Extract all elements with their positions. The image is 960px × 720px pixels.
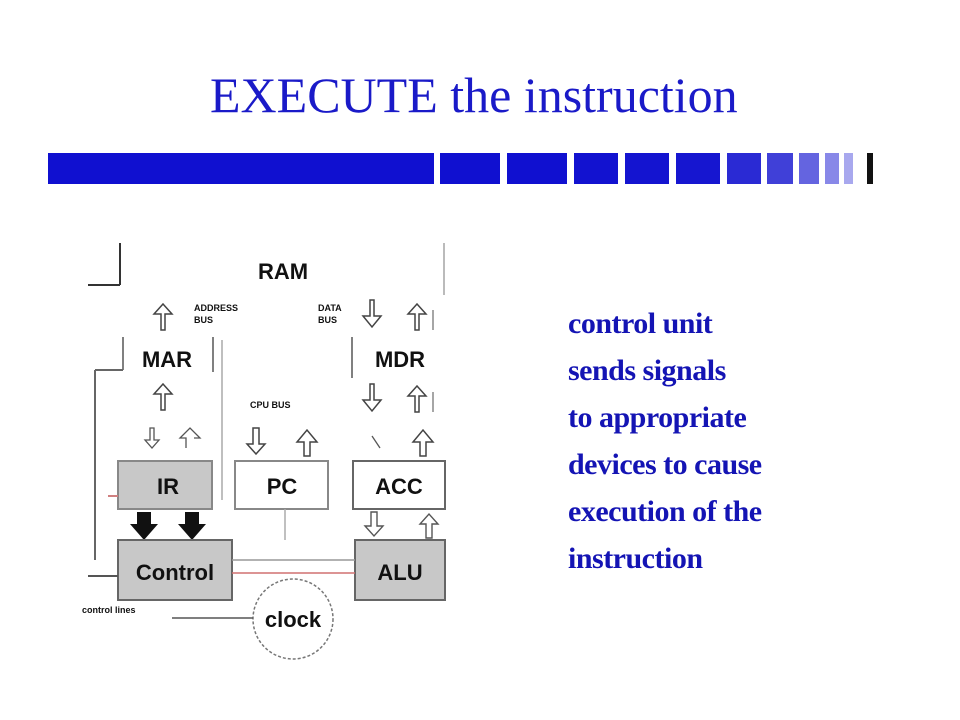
down-arrow-icon [363, 511, 385, 538]
up-arrow-icon [152, 382, 174, 411]
clock-circle [252, 578, 334, 660]
up-arrow-icon [411, 428, 435, 457]
control-block [117, 539, 233, 601]
address-bus-label: ADDRESS [194, 303, 238, 313]
up-arrow-icon [178, 427, 202, 448]
up-arrow-icon [406, 302, 428, 331]
mdr-label: MDR [375, 347, 425, 372]
description-line: instruction [568, 542, 703, 575]
pc-label: PC [267, 474, 298, 499]
description-text: control unit sends signals to appropriat… [568, 300, 928, 582]
ir-block [117, 460, 213, 510]
down-arrow-icon [130, 512, 158, 540]
control-label: Control [136, 560, 214, 585]
alu-label: ALU [377, 560, 422, 585]
clock-label: clock [265, 607, 322, 632]
up-arrow-icon [295, 428, 319, 457]
address-bus-label-2: BUS [194, 315, 213, 325]
description-line: execution of the [568, 495, 762, 528]
description-line: to appropriate [568, 401, 747, 434]
down-arrow-icon [361, 383, 383, 413]
up-arrow-icon [152, 302, 174, 331]
down-arrow-icon [143, 427, 161, 449]
down-arrow-icon [178, 512, 206, 540]
mar-label: MAR [142, 347, 192, 372]
up-arrow-icon [418, 512, 440, 539]
ram-label: RAM [258, 259, 308, 284]
up-arrow-icon [406, 384, 428, 413]
cpu-bus-label: CPU BUS [250, 400, 291, 410]
ir-label: IR [157, 474, 179, 499]
acc-block [352, 460, 446, 510]
control-lines-label: control lines [82, 605, 136, 615]
data-bus-label: DATA [318, 303, 342, 313]
description-line: sends signals [568, 354, 726, 387]
description-line: control unit [568, 307, 713, 340]
down-arrow-icon [361, 299, 383, 329]
alu-block [354, 539, 446, 601]
acc-label: ACC [375, 474, 423, 499]
slide-title: EXECUTE the instruction [210, 67, 738, 123]
down-arrow-icon [371, 435, 381, 449]
pc-block [234, 460, 329, 510]
down-arrow-icon [245, 427, 267, 456]
data-bus-label-2: BUS [318, 315, 337, 325]
description-line: devices to cause [568, 448, 762, 481]
